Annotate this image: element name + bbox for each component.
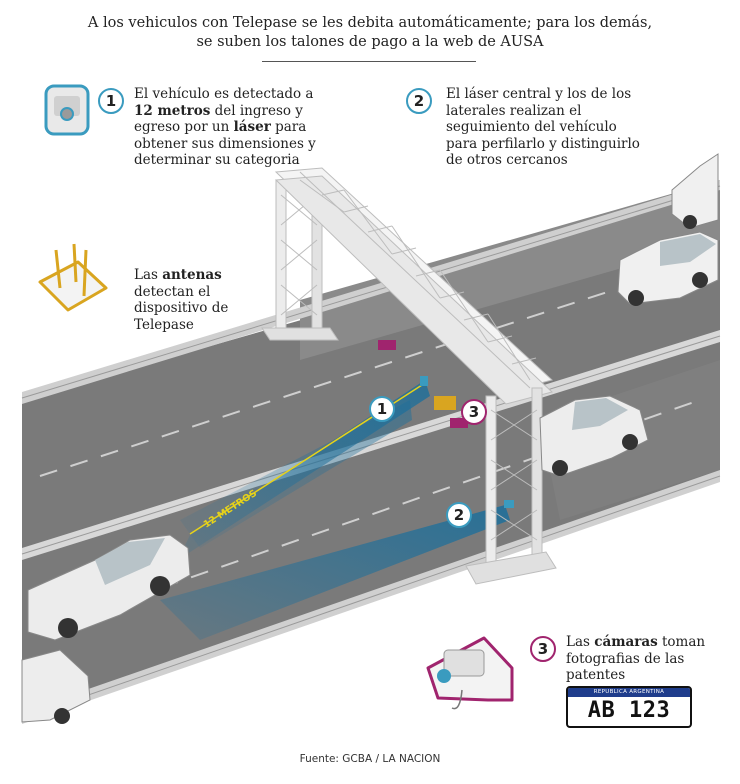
car-far-right (671, 153, 719, 229)
car-bottom-left (21, 649, 91, 724)
step-1-description: El vehículo es detectado a 12 metros del… (134, 86, 316, 168)
car-upper-lane (617, 231, 719, 306)
header-line-2: se suben los talones de pago a la web de… (196, 34, 544, 50)
scene-marker-1: 1 (369, 396, 395, 422)
car-lead (27, 534, 191, 641)
header-divider (262, 61, 476, 62)
road-upper (300, 180, 720, 360)
camera-icon (426, 636, 514, 710)
laser-beam-1b (180, 400, 412, 548)
laser-sensor-central (420, 376, 428, 386)
toll-gantry (261, 167, 557, 585)
source-credit: Fuente: GCBA / LA NACION (299, 753, 441, 765)
antenna-icon (38, 243, 108, 312)
car-right-lane (539, 395, 649, 477)
scene-marker-3: 3 (461, 399, 487, 425)
step-2-description: El láser central y los de los laterales … (446, 86, 640, 168)
step-2-badge: 2 (406, 88, 432, 114)
plate-number: AB 123 CD (587, 698, 671, 723)
header-title: A los vehiculos con Telepase se les debi… (0, 14, 740, 52)
step-1-badge: 1 (98, 88, 124, 114)
telepase-antenna-device (434, 396, 456, 410)
camera-device-1 (378, 340, 396, 350)
laser-sensor-lateral (504, 500, 514, 508)
step-3-description: Las cámaras toman fotografias de las pat… (566, 634, 706, 683)
laser-sensor-icon (44, 84, 90, 136)
step-3-badge: 3 (530, 636, 556, 662)
header-line-1: A los vehiculos con Telepase se les debi… (87, 15, 653, 31)
camera-device-2 (450, 418, 468, 428)
plate-country: REPUBLICA ARGENTINA (568, 688, 690, 697)
scene-marker-2: 2 (446, 502, 472, 528)
antenna-description: Las antenas detectan el dispositivo de T… (134, 267, 229, 333)
laser-beam-2 (160, 505, 510, 640)
license-plate: REPUBLICA ARGENTINA AB 123 CD (566, 686, 692, 728)
